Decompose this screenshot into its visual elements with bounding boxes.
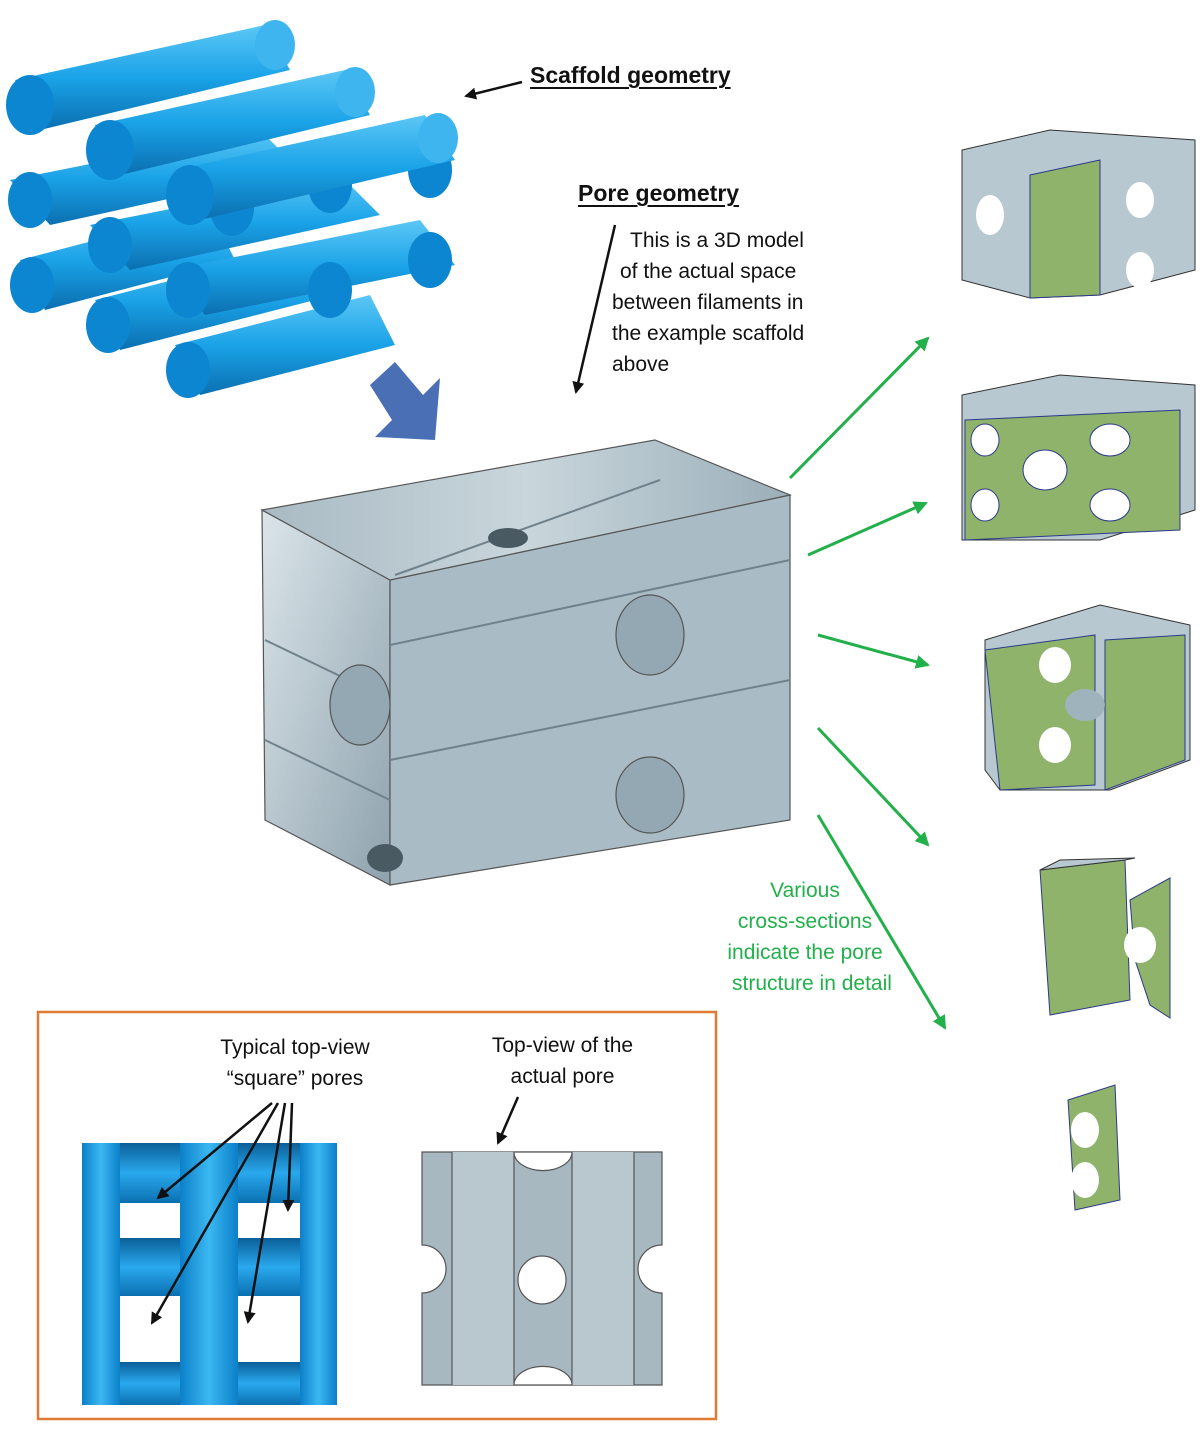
pore-description-line: This is a 3D model <box>630 229 804 252</box>
actual-pore-top-view <box>421 1151 663 1386</box>
cross-section-4 <box>1039 857 1171 1019</box>
actual-pore-arrow <box>496 1096 520 1145</box>
typical-square-line: “square” pores <box>226 1067 364 1090</box>
pore-description-arrow <box>572 224 617 394</box>
actual-pore-line: Top-view of the <box>491 1034 634 1057</box>
cross-section-2 <box>961 374 1196 541</box>
green-arrow-3 <box>817 633 930 669</box>
cross-section-line: cross-sections <box>737 910 873 933</box>
typical-square-pores-label: Typical top-view “square” pores <box>180 1032 410 1094</box>
cross-section-description: Various cross-sections indicate the pore… <box>700 875 910 999</box>
scaffold-illustration <box>6 20 458 398</box>
cross-section-1 <box>961 129 1196 299</box>
pore-description-line: between filaments in <box>612 291 804 314</box>
cross-section-3 <box>984 604 1191 791</box>
pore-description-line: above <box>612 353 670 376</box>
actual-pore-line: actual pore <box>510 1065 615 1088</box>
big-down-arrow <box>370 362 440 440</box>
green-arrow-1 <box>788 336 930 480</box>
top-view-comparison-box <box>36 1010 718 1421</box>
cross-section-arrows <box>788 336 947 1030</box>
cross-section-line: indicate the pore <box>727 941 883 964</box>
cross-section-line: structure in detail <box>732 972 892 995</box>
green-arrow-5 <box>816 814 947 1030</box>
green-arrow-2 <box>807 501 928 557</box>
pore-geometry-illustration <box>260 439 793 886</box>
pore-geometry-heading: Pore geometry <box>578 180 740 206</box>
typical-square-line: Typical top-view <box>220 1036 370 1059</box>
green-arrow-4 <box>816 726 930 847</box>
pore-description: This is a 3D model of the actual space b… <box>612 225 852 380</box>
cross-section-line: Various <box>770 879 840 902</box>
square-pore-arrows <box>150 1102 295 1325</box>
scaffold-layer-2 <box>8 130 455 318</box>
scaffold-layer-top <box>6 20 458 225</box>
actual-pore-label: Top-view of the actual pore <box>455 1030 670 1092</box>
scaffold-geometry-heading: Scaffold geometry <box>530 62 731 88</box>
pore-description-line: the example scaffold <box>612 322 805 345</box>
cross-section-5 <box>1067 1084 1121 1211</box>
square-pore-top-view <box>82 1143 337 1405</box>
pore-description-line: of the actual space <box>620 260 797 283</box>
scaffold-label-arrow <box>464 80 523 100</box>
